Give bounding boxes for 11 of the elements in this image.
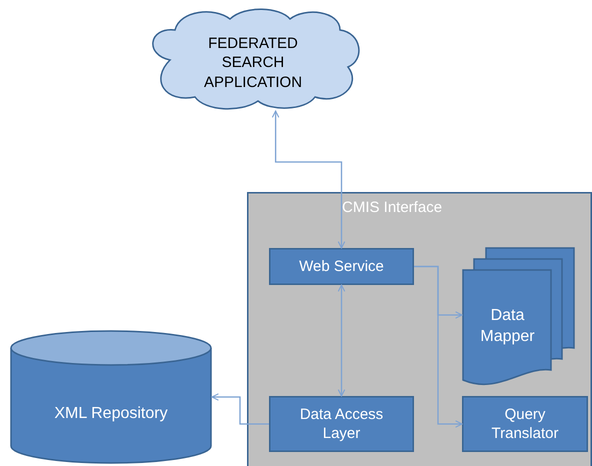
node-label: Data Mapper bbox=[479, 306, 536, 346]
node-label: Web Service bbox=[299, 256, 384, 276]
panel-heading: CMIS Interface bbox=[342, 198, 442, 218]
node-label: Query Translator bbox=[490, 404, 560, 444]
node-label: Data Access Layer bbox=[298, 404, 384, 444]
node-label: XML Repository bbox=[54, 404, 168, 424]
arrow bbox=[414, 266, 463, 428]
node-label: FEDERATED SEARCH APPLICATION bbox=[202, 34, 304, 92]
arrow bbox=[338, 284, 346, 397]
arrow bbox=[211, 393, 269, 425]
arrow bbox=[272, 110, 346, 249]
